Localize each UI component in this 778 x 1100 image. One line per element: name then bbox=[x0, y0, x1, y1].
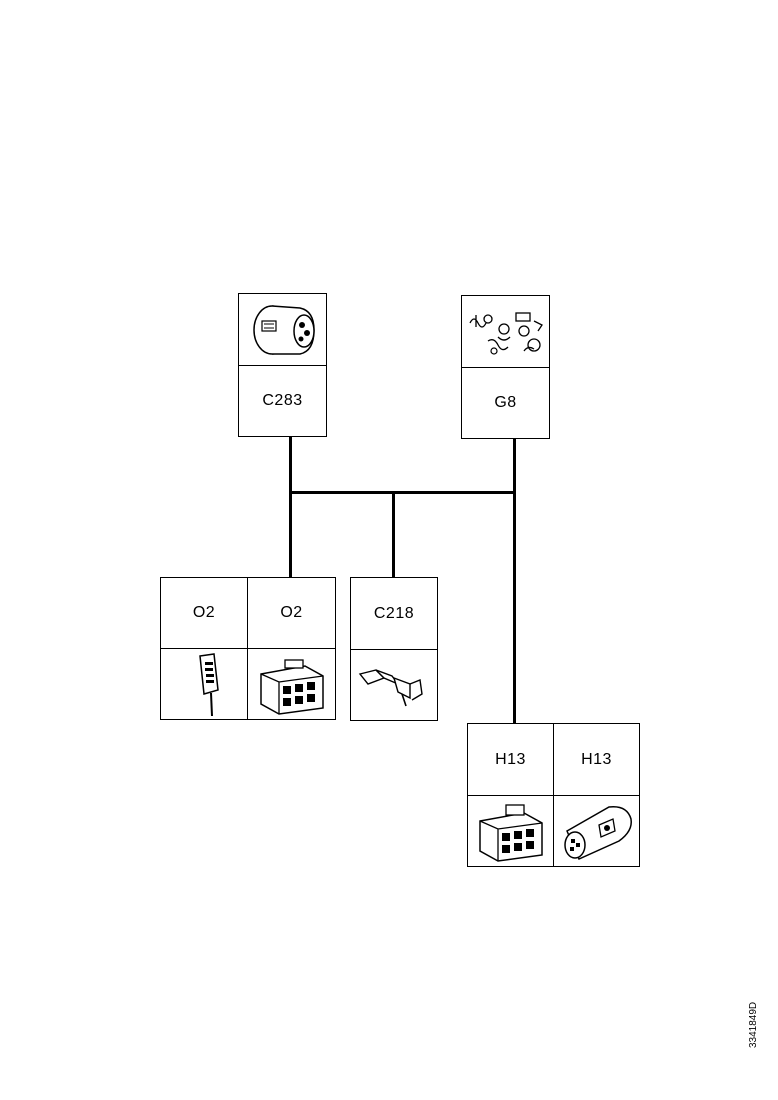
divider bbox=[462, 367, 549, 368]
divider bbox=[239, 365, 326, 366]
figure-code: 3341849D bbox=[748, 1001, 759, 1048]
connector-c283[interactable]: C283 bbox=[238, 293, 327, 437]
connector-g8[interactable]: G8 bbox=[461, 295, 550, 439]
connector-label: O2 bbox=[192, 604, 216, 621]
handset-connector-icon bbox=[161, 649, 247, 719]
wire-c283-down bbox=[289, 436, 292, 577]
connector-label: G8 bbox=[494, 394, 517, 411]
wire-bus bbox=[289, 491, 516, 494]
connector-h13-pair[interactable]: H13 H13 bbox=[467, 723, 640, 867]
ground-terminals-icon bbox=[462, 296, 549, 367]
connector-label: H13 bbox=[495, 750, 526, 768]
connector-label: H13 bbox=[581, 750, 612, 768]
divider bbox=[161, 648, 335, 649]
terminal-pin-icon bbox=[351, 650, 437, 720]
divider bbox=[351, 649, 437, 650]
cylindrical-connector-icon bbox=[554, 796, 639, 866]
divider bbox=[468, 795, 639, 796]
connector-label: C283 bbox=[262, 392, 303, 409]
wire-g8-down bbox=[513, 437, 516, 724]
multi-pin-connector-icon bbox=[248, 649, 335, 719]
wire-c218-drop bbox=[392, 491, 395, 577]
round-connector-icon bbox=[239, 294, 326, 365]
multi-pin-connector-icon bbox=[468, 796, 553, 866]
connector-c218[interactable]: C218 bbox=[350, 577, 438, 721]
connector-o2-pair[interactable]: O2 O2 bbox=[160, 577, 336, 720]
connector-label: C218 bbox=[373, 604, 415, 622]
connector-label: O2 bbox=[280, 604, 303, 621]
